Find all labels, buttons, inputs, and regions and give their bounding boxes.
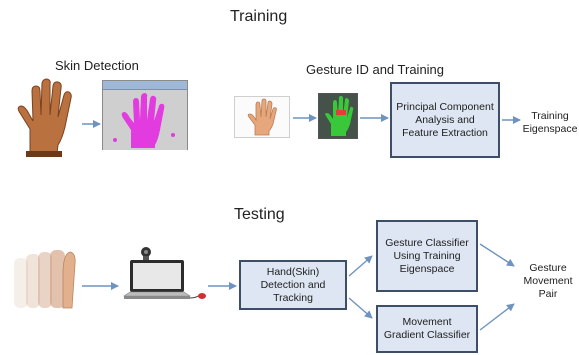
gesture-movement-pair-label: Gesture Movement Pair	[523, 262, 573, 300]
arrow-detection-to-gesture	[348, 255, 373, 277]
skin-mask-window	[102, 80, 188, 150]
movement-classifier-box: Movement Gradient Classifier	[376, 305, 478, 353]
training-eigenspace-label: Training Eigenspace	[522, 110, 578, 135]
skin-detection-label: Skin Detection	[55, 58, 139, 73]
hand-photo-icon	[10, 77, 80, 157]
laptop-camera-icon	[123, 247, 206, 299]
hand-detection-box: Hand(Skin) Detection and Tracking	[239, 260, 347, 310]
gesture-id-label: Gesture ID and Training	[306, 62, 445, 77]
arrow-gesture-to-pair	[479, 243, 515, 267]
pca-box: Principal Component Analysis and Feature…	[390, 82, 500, 158]
arrow-movement-to-pair	[479, 303, 515, 331]
motion-hand-icon	[8, 244, 78, 312]
small-hand-icon	[247, 98, 277, 136]
arrow-detection-to-movement	[348, 297, 373, 319]
skin-mask-icon	[103, 90, 187, 150]
green-mask-icon	[319, 94, 357, 138]
testing-title: Testing	[234, 206, 285, 223]
green-hand-mask	[318, 93, 358, 139]
gesture-classifier-box: Gesture Classifier Using Training Eigens…	[376, 220, 478, 292]
training-title: Training	[230, 8, 288, 25]
hand-photo-small	[234, 96, 290, 138]
